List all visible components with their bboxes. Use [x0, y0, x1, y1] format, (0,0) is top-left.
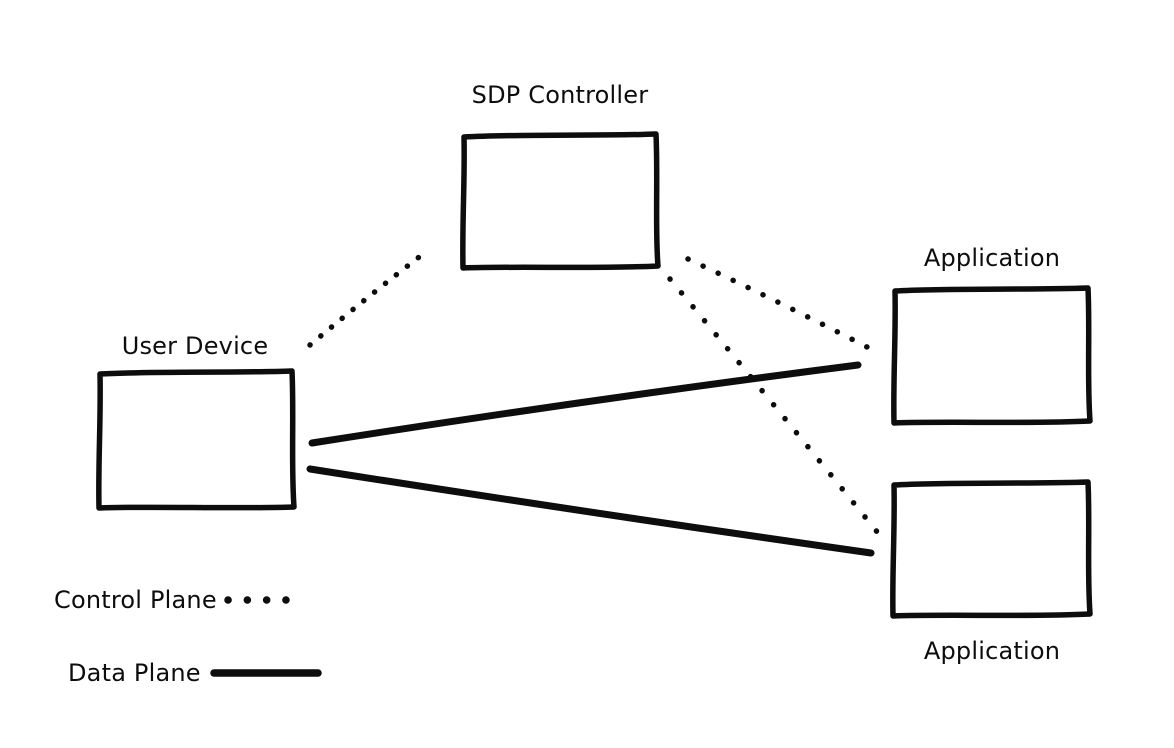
legend-label-data-plane: Data Plane [68, 659, 201, 687]
node-label-application-top: Application [923, 244, 1061, 272]
edge-control-controller-to-application-bottom [667, 276, 881, 536]
node-box-application-top [891, 285, 1093, 426]
legend-label-control-plane: Control Plane [54, 586, 217, 614]
node-label-sdp-controller: SDP Controller [471, 81, 649, 109]
edge-control-controller-to-application-top [685, 256, 872, 351]
node-label-user-device: User Device [121, 332, 269, 360]
node-box-application-bottom [890, 479, 1093, 619]
node-label-application-bottom: Application [923, 637, 1061, 665]
node-box-sdp-controller [460, 131, 661, 271]
edge-data-userdevice-to-application-bottom [306, 465, 875, 557]
node-box-user-device [96, 368, 297, 511]
edge-control-userdevice-to-controller [307, 248, 430, 348]
edge-data-userdevice-to-application-top [308, 361, 862, 447]
